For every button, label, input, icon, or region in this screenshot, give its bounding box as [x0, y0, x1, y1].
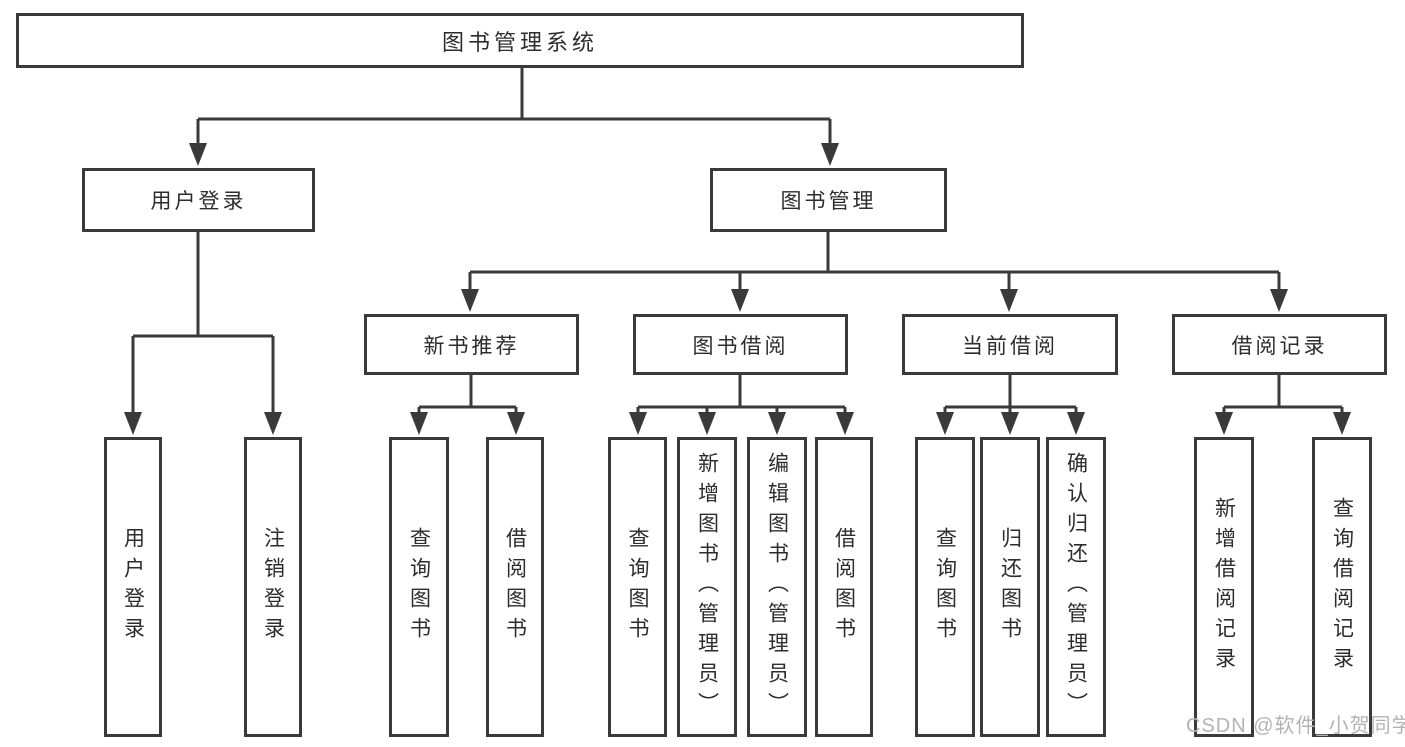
node-new-book-recommend: 新书推荐 [364, 314, 579, 375]
node-root: 图书管理系统 [16, 13, 1024, 68]
node-root-label: 图书管理系统 [441, 29, 598, 55]
node-current-borrow-label: 当前借阅 [962, 334, 1058, 358]
leaf-borrow-books-recommend-label: 借阅图书 [503, 527, 527, 647]
leaf-query-books-recommend-label: 查询图书 [407, 527, 431, 647]
connector-borrow-records-children [1215, 375, 1351, 435]
leaf-borrow-books-borrow: 借阅图书 [815, 437, 873, 737]
connector-new-book-recommend-children [410, 375, 525, 435]
leaf-user-login-label: 用户登录 [121, 527, 145, 647]
connector-book-management-children [461, 232, 1288, 312]
leaf-return-books: 归还图书 [980, 437, 1040, 737]
leaf-confirm-return-admin: 确认归还（管理员） [1046, 437, 1106, 737]
leaf-query-borrow-record-label: 查询借阅记录 [1330, 497, 1354, 677]
leaf-query-books-current-label: 查询图书 [933, 527, 957, 647]
leaf-query-books-borrow: 查询图书 [608, 437, 667, 737]
leaf-user-login: 用户登录 [104, 437, 162, 737]
leaf-query-books-borrow-label: 查询图书 [626, 527, 649, 647]
node-borrow-records-label: 借阅记录 [1231, 334, 1328, 358]
node-user-login-label: 用户登录 [150, 190, 247, 213]
leaf-query-books-recommend: 查询图书 [389, 437, 449, 737]
connector-book-borrow-children [629, 375, 854, 435]
node-book-management: 图书管理 [710, 168, 947, 232]
leaf-borrow-books-borrow-label: 借阅图书 [832, 527, 856, 647]
leaf-query-books-current: 查询图书 [915, 437, 975, 737]
leaf-borrow-books-recommend: 借阅图书 [486, 437, 544, 737]
leaf-add-borrow-record: 新增借阅记录 [1194, 437, 1254, 737]
node-book-management-label: 图书管理 [780, 190, 877, 213]
node-book-borrow-label: 图书借阅 [692, 334, 789, 358]
leaf-add-borrow-record-label: 新增借阅记录 [1212, 497, 1236, 677]
node-current-borrow: 当前借阅 [902, 314, 1118, 375]
node-book-borrow: 图书借阅 [633, 314, 848, 375]
csdn-watermark: CSDN @软件_小贺同学 [1186, 715, 1405, 737]
node-borrow-records: 借阅记录 [1172, 314, 1387, 375]
connector-current-borrow-children [936, 375, 1085, 435]
leaf-confirm-return-admin-label: 确认归还（管理员） [1064, 452, 1088, 722]
node-user-login: 用户登录 [82, 168, 315, 232]
leaf-add-book-admin: 新增图书（管理员） [677, 437, 737, 737]
leaf-query-borrow-record: 查询借阅记录 [1312, 437, 1372, 737]
leaf-edit-book-admin-label: 编辑图书（管理员） [765, 452, 789, 722]
connector-root-to-level2 [189, 66, 839, 166]
leaf-return-books-label: 归还图书 [998, 527, 1022, 647]
leaf-add-book-admin-label: 新增图书（管理员） [695, 452, 719, 722]
leaf-logout-login: 注销登录 [244, 437, 302, 737]
connector-user-login-children [124, 232, 282, 435]
node-new-book-recommend-label: 新书推荐 [423, 334, 520, 358]
leaf-logout-login-label: 注销登录 [261, 527, 285, 647]
leaf-edit-book-admin: 编辑图书（管理员） [747, 437, 807, 737]
